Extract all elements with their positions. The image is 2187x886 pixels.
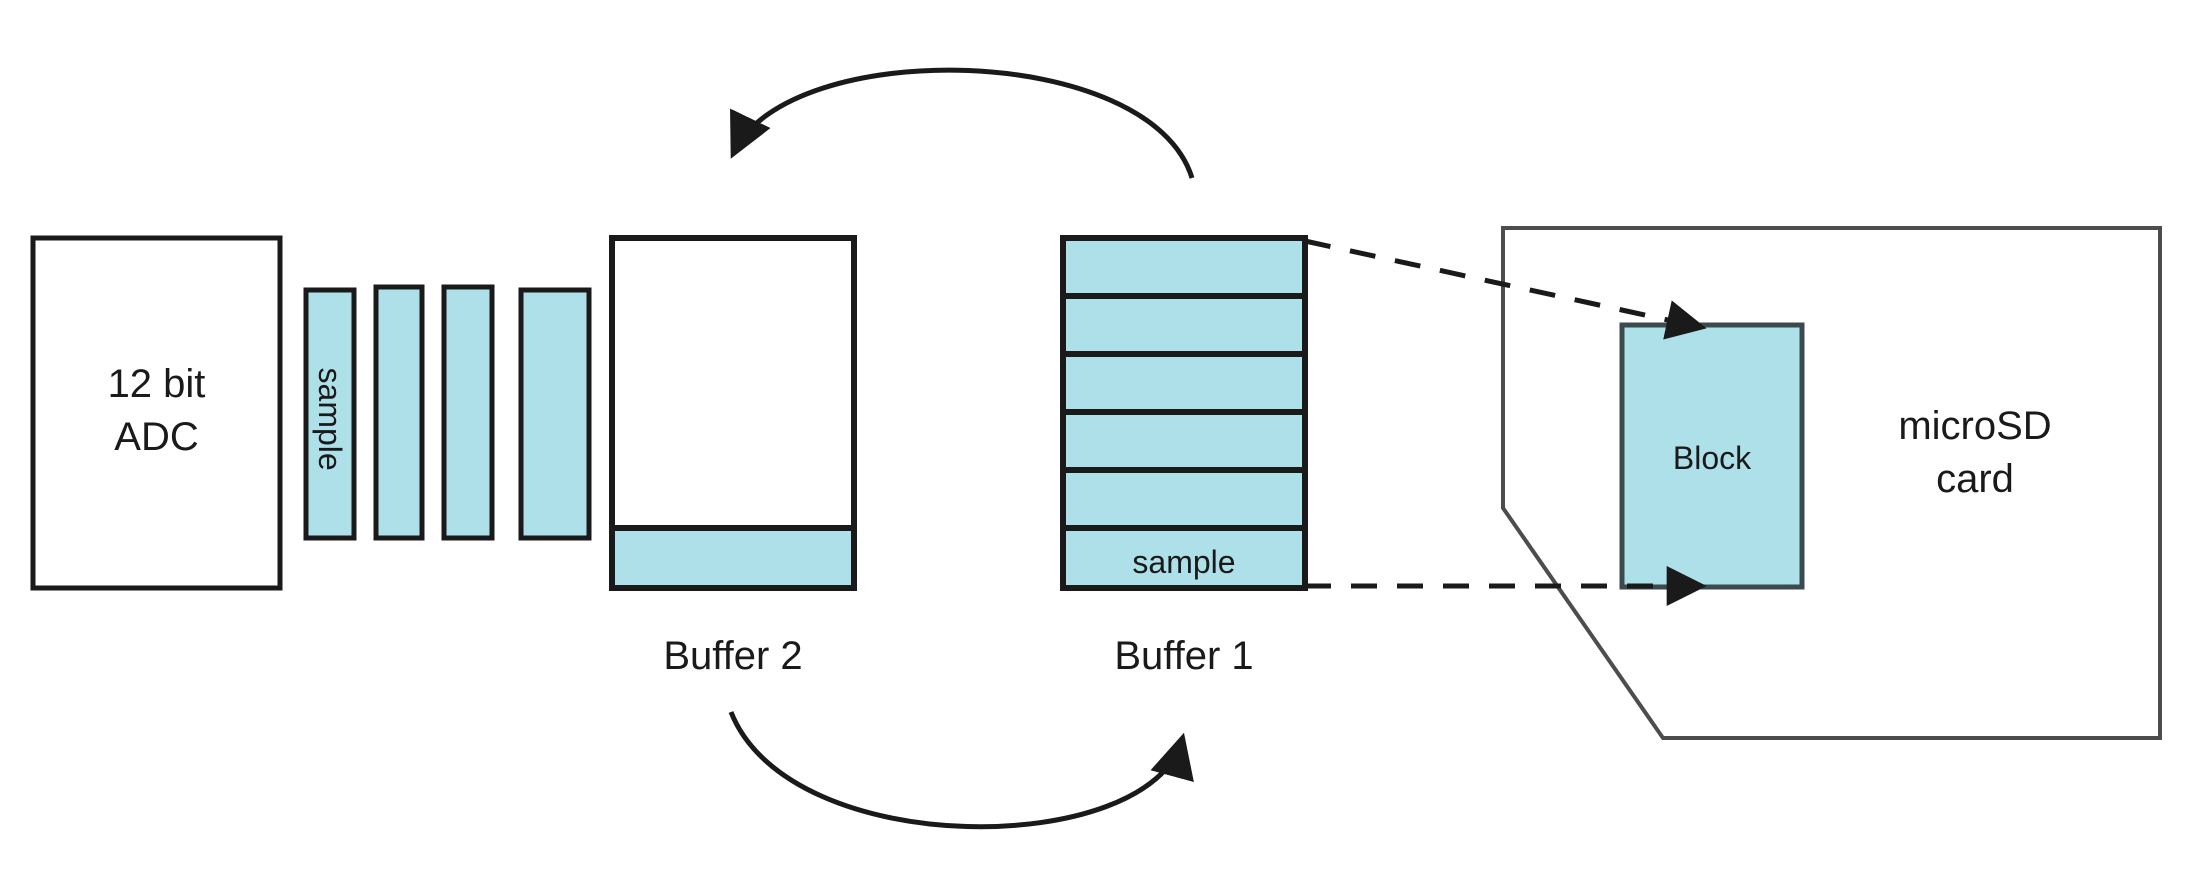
microsd-card-shape: [1501, 226, 2162, 740]
block-box: [1619, 322, 1805, 590]
sample-bar-2: [373, 284, 425, 541]
callout-dashed-top: [1304, 238, 1707, 340]
buffer2-slot-filled: [609, 525, 857, 591]
sample-bar-4: [518, 287, 592, 541]
adc-box: [30, 235, 283, 591]
swap-arc-bottom: [728, 711, 1194, 830]
sample-bar-1: [303, 287, 357, 541]
swap-arc-top: [730, 67, 1195, 179]
sample-bar-3: [441, 284, 495, 541]
